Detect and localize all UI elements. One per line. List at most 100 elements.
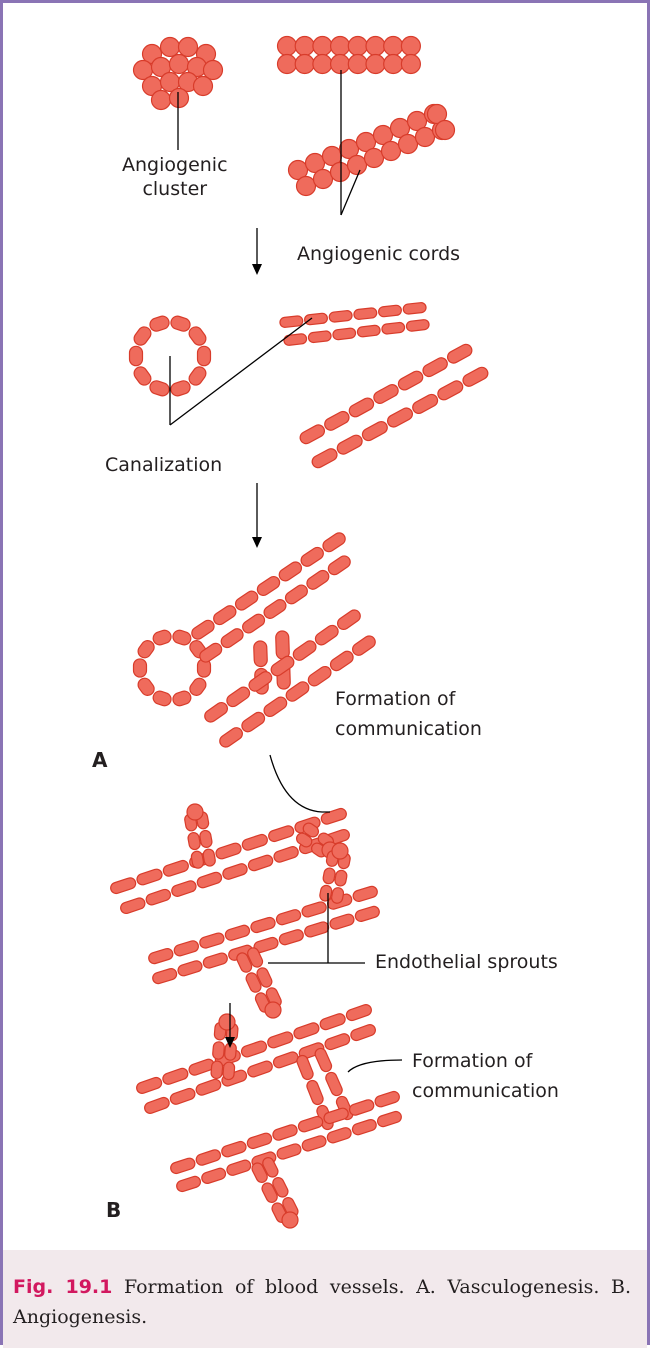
vessel-wall-cell bbox=[285, 681, 310, 702]
cord-cell bbox=[414, 126, 436, 148]
cord-cell bbox=[276, 35, 298, 57]
canalized-cord-cell bbox=[283, 333, 308, 346]
vessel-wall-cell bbox=[199, 642, 223, 663]
vessel-wall-cell bbox=[329, 913, 355, 930]
vessel-ring-cell bbox=[172, 690, 192, 707]
cord-cell bbox=[397, 133, 419, 155]
vessel-wall-cell bbox=[173, 940, 199, 957]
sprout-cell bbox=[322, 867, 336, 885]
vessel-wall-cell bbox=[247, 1060, 273, 1078]
vessel-wall-cell bbox=[213, 605, 237, 626]
vessel-wall-cell bbox=[250, 916, 276, 934]
cord-cell bbox=[383, 35, 404, 57]
vessel-wall-cell bbox=[352, 635, 376, 656]
canalized-cord-cell bbox=[356, 324, 381, 338]
cord-cell bbox=[426, 103, 448, 125]
vessel-wall-cell bbox=[234, 590, 259, 611]
sprout-cell bbox=[295, 832, 313, 848]
canalized-ring-cell bbox=[149, 315, 170, 332]
leader-canalization-cord bbox=[169, 317, 313, 426]
caption-label: Fig. 19.1 bbox=[13, 1276, 113, 1298]
canalized-cord-cell bbox=[307, 330, 332, 344]
arrow-1-head bbox=[252, 264, 262, 275]
sprout-cell bbox=[281, 1211, 299, 1229]
vessel-wall-cell bbox=[304, 921, 330, 938]
communication-cell bbox=[253, 640, 268, 668]
sprout-cell bbox=[210, 1060, 224, 1080]
vessel-wall-cell bbox=[276, 1143, 302, 1160]
vessel-wall-cell bbox=[268, 825, 295, 843]
vessel-wall-cell bbox=[278, 561, 303, 582]
canalized-cord-cell bbox=[361, 421, 388, 442]
angiogenic-cell bbox=[168, 87, 190, 109]
canalized-cord-cell bbox=[328, 310, 353, 323]
canalized-cord-cell bbox=[373, 384, 399, 404]
canalized-ring-cell bbox=[149, 380, 170, 397]
cord-cell bbox=[372, 124, 394, 146]
vessel-wall-cell bbox=[256, 575, 281, 597]
leader-formation-a bbox=[269, 754, 330, 813]
vessel-wall-cell bbox=[263, 599, 287, 619]
cord-cell bbox=[389, 117, 411, 139]
vessel-wall-cell bbox=[270, 655, 295, 677]
arrow-3-head bbox=[225, 1037, 235, 1048]
cord-cell bbox=[295, 175, 317, 197]
canalized-cord-cell bbox=[279, 315, 304, 328]
communication-cell bbox=[314, 1047, 333, 1073]
vessel-wall-cell bbox=[272, 1051, 299, 1069]
vessel-wall-cell bbox=[329, 650, 354, 672]
canalized-cord-cell bbox=[397, 370, 424, 391]
cord-cell bbox=[312, 168, 334, 190]
vessel-ring-cell bbox=[137, 640, 155, 659]
leader-sprouts bbox=[268, 893, 365, 964]
cord-cell bbox=[355, 131, 377, 153]
leader-cord-bottom bbox=[340, 169, 361, 216]
vessel-wall-cell bbox=[314, 624, 339, 646]
communication-cell bbox=[275, 630, 290, 660]
canalized-cord-cell bbox=[446, 343, 473, 364]
vessel-wall-cell bbox=[144, 1096, 170, 1114]
vessel-wall-cell bbox=[169, 1087, 196, 1105]
vessel-ring-cell bbox=[152, 629, 172, 646]
panel-letter-a: A bbox=[92, 748, 108, 772]
canalized-ring-cell bbox=[188, 366, 207, 386]
canalized-ring-cell bbox=[188, 326, 207, 346]
vessel-wall-cell bbox=[176, 1175, 202, 1193]
canalized-ring-cell bbox=[128, 345, 144, 367]
vessel-wall-cell bbox=[226, 1159, 252, 1176]
canalized-ring-cell bbox=[170, 380, 191, 397]
canalized-cord-cell bbox=[348, 397, 375, 418]
cord-cell bbox=[329, 161, 351, 183]
angiogenic-cell bbox=[168, 53, 190, 75]
sprout-cell bbox=[236, 952, 253, 973]
vessel-wall-cell bbox=[224, 924, 251, 941]
sprout-cell bbox=[202, 848, 216, 867]
angiogenic-cell bbox=[177, 36, 199, 58]
vessel-wall-cell bbox=[374, 1090, 400, 1108]
sprout-cell bbox=[212, 1041, 225, 1060]
angiogenic-cell bbox=[192, 75, 214, 97]
vessel-wall-cell bbox=[273, 846, 299, 863]
vessel-wall-cell bbox=[293, 1022, 320, 1040]
vessel-ring-cell bbox=[132, 658, 148, 678]
vessel-wall-cell bbox=[267, 1031, 294, 1049]
vessel-ring-cell bbox=[189, 677, 207, 696]
vessel-wall-cell bbox=[136, 1076, 163, 1094]
vessel-wall-cell bbox=[226, 686, 251, 708]
vessel-wall-cell bbox=[247, 854, 274, 872]
vessel-wall-cell bbox=[300, 546, 324, 567]
vessel-wall-cell bbox=[195, 1078, 222, 1096]
angiogenic-cell bbox=[159, 36, 181, 58]
vessel-wall-cell bbox=[324, 1033, 351, 1051]
canalized-ring-cell bbox=[196, 345, 212, 367]
cord-cell bbox=[330, 53, 351, 75]
canalized-ring-cell bbox=[133, 366, 152, 386]
vessel-wall-cell bbox=[177, 960, 203, 977]
vessel-wall-cell bbox=[297, 1115, 324, 1133]
sprout-cell bbox=[190, 850, 205, 869]
canalized-cord-cell bbox=[336, 434, 363, 455]
label-angiogenic-cluster: Angiogenic cluster bbox=[122, 154, 228, 200]
cord-cell bbox=[312, 35, 333, 57]
vessel-wall-cell bbox=[323, 1107, 349, 1125]
sprout-cell bbox=[334, 869, 348, 887]
